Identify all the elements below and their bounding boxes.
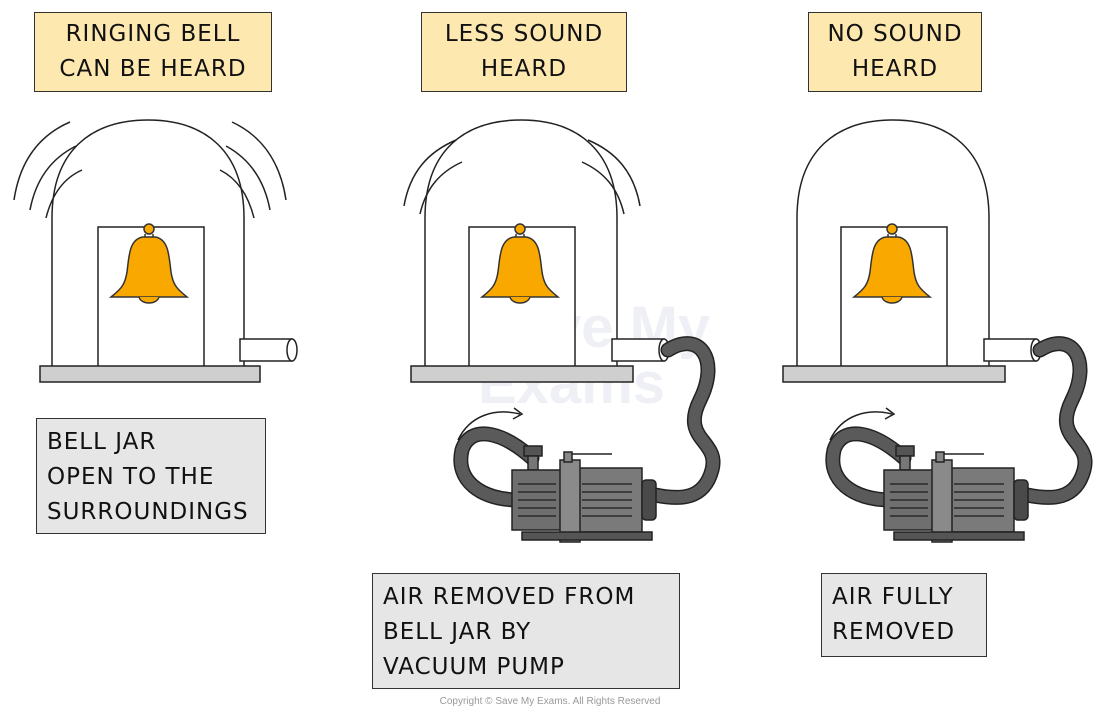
jar-base [39,365,261,383]
bell-jar [51,119,245,366]
top-label-3: NO SOUND HEARD [808,12,982,92]
jar-base [410,365,634,383]
copyright-notice: Copyright © Save My Exams. All Rights Re… [439,696,661,707]
bottom-label-3: AIR FULLY REMOVED [821,573,987,657]
panel-1 [13,119,298,383]
vacuum-pump [883,445,1029,543]
bell-jar [424,119,618,366]
sound-waves-right [219,121,287,219]
panel-3 [782,119,1093,543]
jar-base [782,365,1006,383]
top-label-1: RINGING BELL CAN BE HEARD [34,12,272,92]
sound-waves-right [581,139,641,215]
flow-arrow [829,411,893,441]
flow-arrow [457,411,521,441]
outlet-pipe [611,338,665,362]
bottom-label-2: AIR REMOVED FROM BELL JAR BY VACUUM PUMP [372,573,680,689]
sound-waves-left [403,139,463,215]
bell-jar [796,119,990,366]
bottom-label-1: BELL JAR OPEN TO THE SURROUNDINGS [36,418,266,534]
panel-2 [403,119,721,543]
sound-waves-left [13,121,83,219]
vacuum-pump [511,445,657,543]
top-label-2: LESS SOUND HEARD [421,12,627,92]
outlet-pipe [983,338,1037,362]
